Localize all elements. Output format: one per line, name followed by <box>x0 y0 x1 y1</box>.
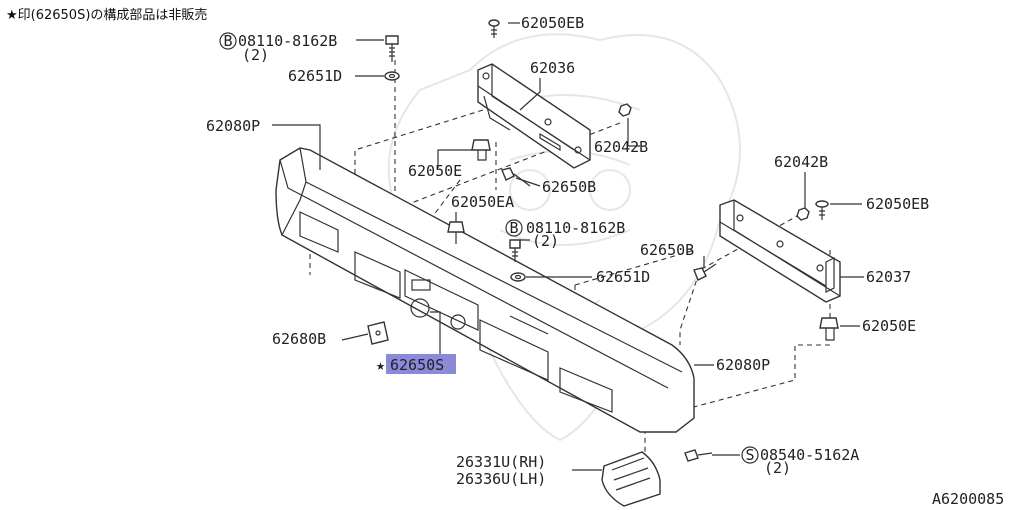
clip-62050EB-top <box>488 19 500 38</box>
nut-62042B-top <box>618 103 632 117</box>
marker-b-mid: B <box>505 219 523 237</box>
label-26336U: 26336U(LH) <box>456 470 546 488</box>
label-62050E-right: 62050E <box>862 317 916 335</box>
label-62650B-top: 62650B <box>542 178 596 196</box>
part-labels: 62050EB 08110-8162B (2) 62651D 62036 620… <box>206 14 1004 508</box>
screw-08540 <box>684 449 713 462</box>
svg-text:B: B <box>223 32 232 50</box>
label-62050E-top: 62050E <box>408 162 462 180</box>
washer-62651D-top <box>384 71 400 81</box>
svg-text:S: S <box>745 446 754 464</box>
clip-62050EB-right <box>815 200 829 220</box>
header-note: ★印(62650S)の構成部品は非販売 <box>6 7 207 23</box>
label-26331U: 26331U(RH) <box>456 453 546 471</box>
bracket-62036 <box>477 63 591 169</box>
highlight-62650S <box>386 354 456 374</box>
clip-62050EA <box>447 221 465 244</box>
label-62080P-top: 62080P <box>206 117 260 135</box>
label-62680B: 62680B <box>272 330 326 348</box>
svg-text:B: B <box>509 219 518 237</box>
label-62042B-right: 62042B <box>774 153 828 171</box>
leader-lines <box>272 22 864 471</box>
label-08110-top: 08110-8162B <box>238 32 337 50</box>
label-08540: 08540-5162A <box>760 446 859 464</box>
bracket-62680B <box>367 321 389 345</box>
label-62050EB-right: 62050EB <box>866 195 929 213</box>
lamp-26331U <box>601 451 661 507</box>
marker-b-top: B <box>219 32 237 50</box>
bolt-08110-mid <box>509 239 521 262</box>
label-62050EB-top: 62050EB <box>521 14 584 32</box>
washer-62651D-mid <box>510 272 526 282</box>
fasteners <box>367 19 839 507</box>
clip-62050E-top <box>471 139 491 161</box>
clip-62050E-right <box>819 317 839 341</box>
label-62037: 62037 <box>866 268 911 286</box>
star-marker: ★ <box>376 356 385 374</box>
label-08110-mid: 08110-8162B <box>526 219 625 237</box>
nut-62042B-right <box>796 207 810 221</box>
bracket-62037 <box>719 199 841 303</box>
label-62650S: 62650S <box>390 356 444 374</box>
label-62080P-bottom: 62080P <box>716 356 770 374</box>
bolt-62650B-mid <box>693 263 717 281</box>
label-qty-top: (2) <box>242 46 269 64</box>
label-62036: 62036 <box>530 59 575 77</box>
bolt-08110-top <box>385 35 399 62</box>
diagram-id: A6200085 <box>932 490 1004 508</box>
label-qty-mid: (2) <box>532 232 559 250</box>
front-bumper-62080P <box>275 147 695 433</box>
label-62042B-top: 62042B <box>594 138 648 156</box>
label-62651D-top: 62651D <box>288 67 342 85</box>
label-62050EA: 62050EA <box>451 193 514 211</box>
label-62650B-mid: 62650B <box>640 241 694 259</box>
marker-s: S <box>741 446 759 464</box>
label-62651D-mid: 62651D <box>596 268 650 286</box>
label-qty-bottom: (2) <box>764 459 791 477</box>
